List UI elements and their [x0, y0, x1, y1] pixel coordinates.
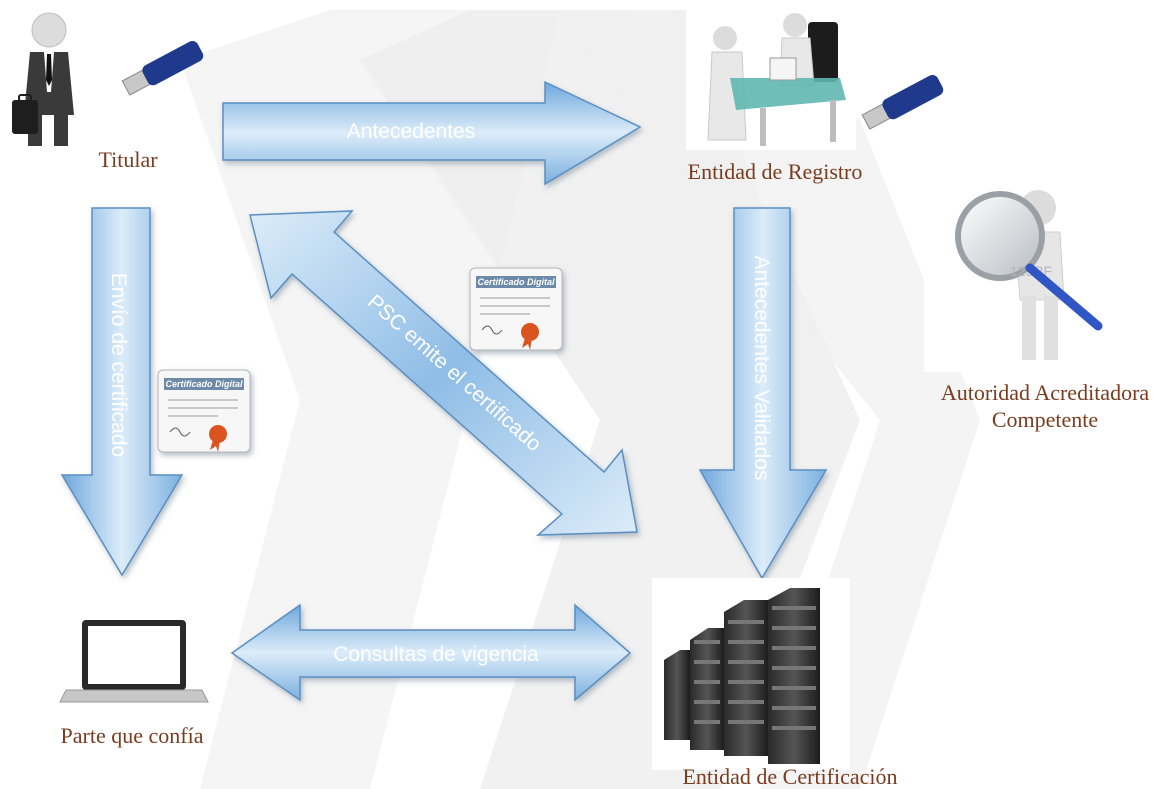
arrow-envio-certificado: Envío de certificado — [60, 207, 184, 577]
label-titular: Titular — [98, 147, 158, 172]
businessman-icon — [12, 12, 74, 146]
label-entidad-registro: Entidad de Registro — [688, 159, 863, 184]
label-autoridad-line1: Autoridad Acreditadora — [941, 380, 1150, 405]
magnifying-glass-person-icon: 123RF — [955, 190, 1103, 360]
laptop-icon — [59, 620, 209, 703]
arrow-consultas-vigencia: Consultas de vigencia — [230, 603, 632, 702]
label-parte-que-confia: Parte que confía — [61, 723, 204, 748]
registration-desk-icon — [707, 13, 846, 146]
arrow-label-validados: Antecedentes Validados — [750, 256, 773, 481]
certificate-icon-2: Certificado Digital — [157, 369, 251, 453]
node-titular: Titular — [5, 5, 204, 172]
arrow-label-antecedentes: Antecedentes — [347, 120, 475, 143]
arrow-antecedentes-validados: Antecedentes Validados — [698, 207, 828, 580]
server-rack-icon — [664, 588, 820, 764]
node-entidad-registro: Entidad de Registro — [686, 5, 944, 184]
label-autoridad-line2: Competente — [992, 407, 1098, 432]
arrow-antecedentes: Antecedentes — [222, 80, 642, 186]
label-entidad-certificacion: Entidad de Certificación — [682, 764, 897, 789]
node-autoridad-acreditadora: 123RF Autoridad Acreditadora Competente — [924, 180, 1149, 432]
certificate-title: Certificado Digital — [477, 277, 555, 287]
usb-token-icon — [861, 74, 944, 130]
certificate-icon-1: Certificado Digital — [469, 267, 563, 351]
node-parte-que-confia: Parte que confía — [59, 620, 209, 748]
certificate-title: Certificado Digital — [165, 379, 243, 389]
arrow-label-consultas: Consultas de vigencia — [333, 643, 539, 666]
usb-token-icon — [121, 40, 204, 96]
arrow-label-envio: Envío de certificado — [107, 273, 130, 457]
node-entidad-certificacion: Entidad de Certificación — [652, 578, 898, 789]
